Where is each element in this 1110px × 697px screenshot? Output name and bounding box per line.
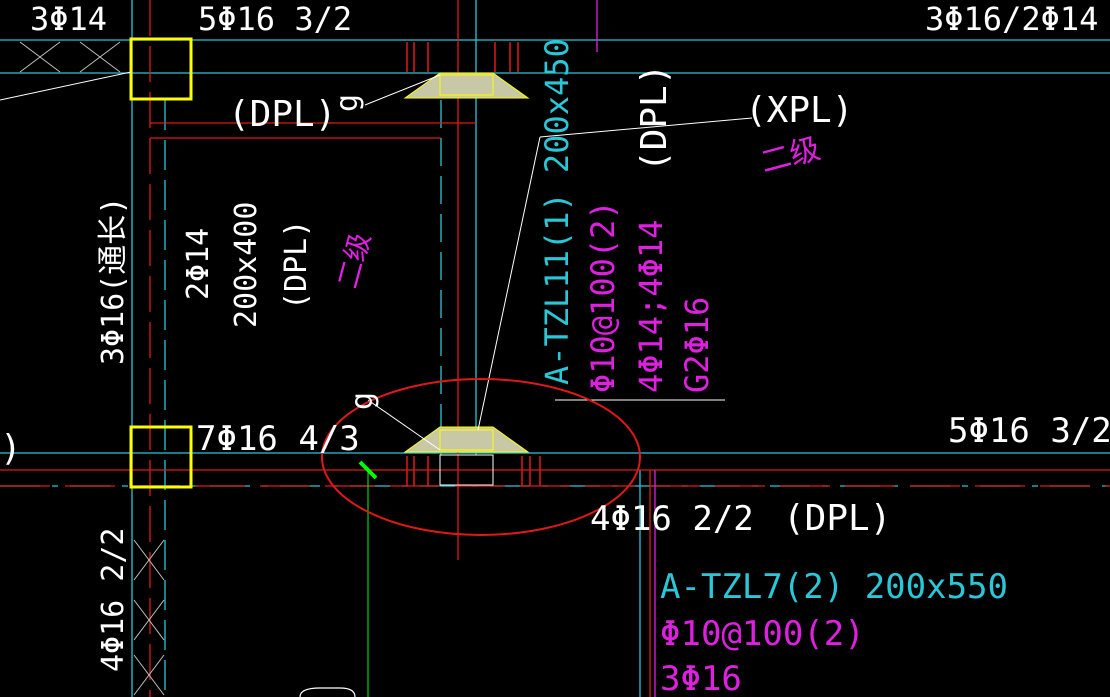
vert-mid-rebar-line1: 2Φ14	[181, 228, 216, 300]
hatch-crosses	[19, 41, 165, 696]
vert-left-rebar-label: 3Φ16(通长)	[96, 197, 131, 365]
beam-right-rebar-label: 5Φ16 3/2	[948, 411, 1110, 451]
haunch-top-inner	[439, 74, 494, 96]
leader-xpl	[539, 117, 753, 138]
tzl11-line3: G2Φ16	[678, 297, 716, 393]
leader-top-left	[0, 71, 132, 101]
beam-left-rebar-label: 7Φ16 4/3	[196, 419, 360, 459]
tzl7-line2: 3Φ16	[660, 659, 742, 697]
xpl-label: (XPL)	[745, 90, 853, 131]
column-box-mid-left[interactable]	[129, 425, 193, 489]
leader-tzl11	[477, 136, 541, 431]
tzl11-line1: Φ10@100(2)	[584, 200, 622, 393]
highlight-ellipse[interactable]	[321, 378, 641, 536]
bottom-rebar-label: 4Φ16 2/2	[590, 499, 754, 539]
dpl-vertical-right-label: (DPL)	[634, 64, 675, 172]
leader-mid-g	[367, 399, 441, 451]
column-box-top-left[interactable]	[129, 37, 193, 101]
tzl7-line1: Φ10@100(2)	[660, 614, 865, 654]
leader-mid-g-label: g	[345, 392, 380, 410]
haunch-mid[interactable]	[403, 426, 530, 453]
top-left-rebar-label: 3Φ14	[30, 0, 107, 38]
leader-top-g-label: g	[330, 94, 365, 112]
hatch-line	[133, 599, 165, 641]
tzl7-title: A-TZL7(2) 200x550	[660, 567, 1008, 607]
vert-bottom-left-label: 4Φ16 2/2	[96, 528, 131, 673]
leader-lines	[0, 71, 753, 451]
green-marker[interactable]	[358, 460, 378, 480]
hatch-line	[133, 654, 165, 696]
vert-mid-rebar-line3: (DPL)	[279, 220, 314, 310]
partial-bottom-shape	[299, 687, 356, 697]
tzl11-title: A-TZL11(1) 200x450	[538, 38, 576, 385]
dpl-bottom-label: (DPL)	[783, 498, 891, 539]
haunch-mid-lower	[439, 454, 494, 486]
top-right-rebar-label: 3Φ16/2Φ14	[925, 0, 1098, 38]
leader-top-g	[364, 74, 441, 106]
dpl-top-label: (DPL)	[228, 94, 336, 135]
haunch-mid-inner	[439, 429, 494, 451]
haunch-top[interactable]	[403, 72, 530, 99]
hatch-line	[133, 539, 165, 581]
hatch-line	[19, 41, 61, 73]
left-paren-label: )	[0, 428, 22, 469]
hatch-line	[79, 41, 121, 73]
rebar-ticks	[406, 42, 541, 486]
top-beam-rebar-label: 5Φ16 3/2	[198, 0, 352, 38]
tzl11-line2: 4Φ14;4Φ14	[632, 220, 670, 393]
vert-mid-rebar-line2: 200x400	[229, 202, 264, 328]
